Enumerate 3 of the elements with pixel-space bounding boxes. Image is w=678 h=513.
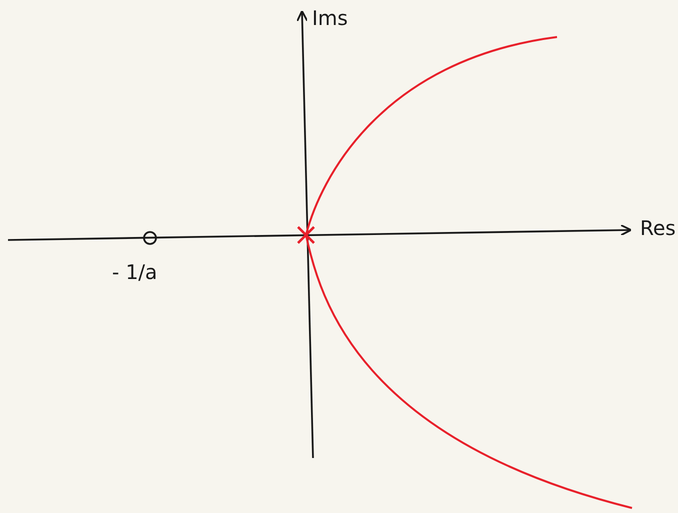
axis-label: Res [640, 218, 676, 238]
zero-label: - 1/a [112, 262, 158, 282]
axis-label: Ims [312, 8, 348, 28]
